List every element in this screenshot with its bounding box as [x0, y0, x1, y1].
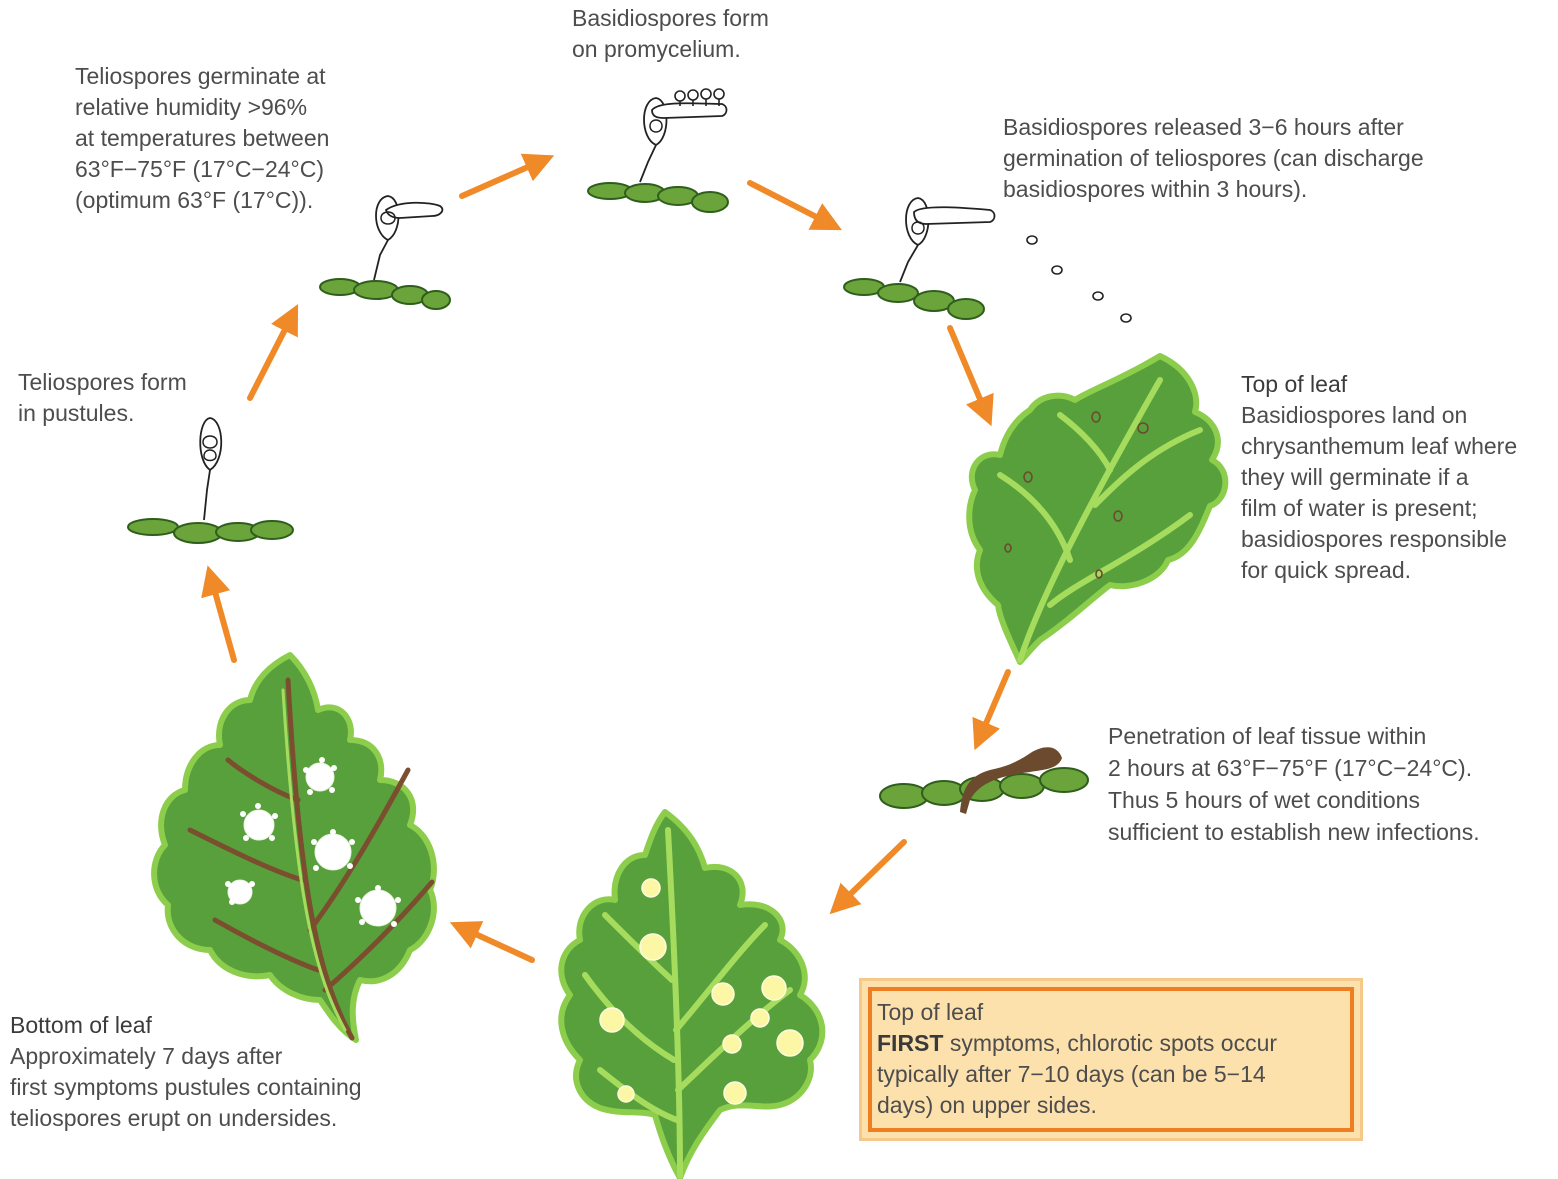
- label-line: Teliospores germinate at: [75, 61, 329, 92]
- basidiospore-release-illustration: [844, 198, 1131, 322]
- label-line: for quick spread.: [1241, 555, 1517, 586]
- arrow-1: [210, 574, 234, 660]
- arrow-3: [462, 159, 546, 196]
- label-line: first symptoms pustules containing: [10, 1072, 362, 1103]
- label-line: Basidiospores form: [572, 3, 769, 34]
- leaf-with-basidiospores: [969, 356, 1225, 662]
- label-line: Thus 5 hours of wet conditions: [1108, 784, 1480, 816]
- label-line: germination of teliospores (can discharg…: [1003, 143, 1424, 174]
- label-line: relative humidity >96%: [75, 92, 329, 123]
- label-line: (optimum 63°F (17°C)).: [75, 185, 329, 216]
- promycelium-with-basidiospores-illustration: [588, 89, 728, 212]
- label-line: Approximately 7 days after: [10, 1041, 362, 1072]
- callout-line-rest: symptoms, chlorotic spots occur: [943, 1030, 1277, 1056]
- label-teliospores-germinate: Teliospores germinate at relative humidi…: [75, 61, 329, 216]
- callout-text: Top of leaf FIRST symptoms, chlorotic sp…: [877, 997, 1277, 1121]
- arrow-5: [950, 328, 988, 418]
- label-top-of-leaf-landing: Top of leaf Basidiospores land on chrysa…: [1241, 369, 1517, 586]
- callout-line: FIRST symptoms, chlorotic spots occur: [877, 1028, 1277, 1059]
- label-line: Basidiospores released 3−6 hours after: [1003, 112, 1424, 143]
- label-line: in pustules.: [18, 398, 187, 429]
- label-penetration: Penetration of leaf tissue within 2 hour…: [1108, 720, 1480, 848]
- label-line: Basidiospores land on: [1241, 400, 1517, 431]
- label-line: 2 hours at 63°F−75°F (17°C−24°C).: [1108, 752, 1480, 784]
- label-line: film of water is present;: [1241, 493, 1517, 524]
- label-line: chrysanthemum leaf where: [1241, 431, 1517, 462]
- arrow-4: [750, 183, 834, 226]
- arrow-2: [250, 312, 294, 398]
- arrow-8: [458, 926, 532, 960]
- leaf-with-pustules: [154, 655, 434, 1040]
- teliospore-in-pustule-illustration: [128, 418, 293, 543]
- label-line: on promycelium.: [572, 34, 769, 65]
- label-line: they will germinate if a: [1241, 462, 1517, 493]
- label-line: Teliospores form: [18, 367, 187, 398]
- arrow-7: [836, 842, 904, 908]
- label-line: Penetration of leaf tissue within: [1108, 720, 1480, 752]
- arrow-6: [978, 672, 1008, 742]
- label-line: teliospores erupt on undersides.: [10, 1103, 362, 1134]
- callout-line: days) on upper sides.: [877, 1090, 1277, 1121]
- germinating-teliospore-illustration: [320, 196, 450, 309]
- callout-line: typically after 7−10 days (can be 5−14: [877, 1059, 1277, 1090]
- label-heading: Top of leaf: [1241, 369, 1517, 400]
- label-bottom-of-leaf: Bottom of leaf Approximately 7 days afte…: [10, 1010, 362, 1134]
- label-line: 63°F−75°F (17°C−24°C): [75, 154, 329, 185]
- label-heading: Bottom of leaf: [10, 1010, 362, 1041]
- callout-emphasis: FIRST: [877, 1030, 943, 1056]
- label-line: basidiospores within 3 hours).: [1003, 174, 1424, 205]
- label-teliospores-form: Teliospores form in pustules.: [18, 367, 187, 429]
- leaf-tissue-penetration-illustration: [880, 747, 1088, 814]
- leaf-with-chlorotic-spots: [561, 812, 822, 1178]
- callout-heading: Top of leaf: [877, 997, 1277, 1028]
- label-line: at temperatures between: [75, 123, 329, 154]
- label-line: basidiospores responsible: [1241, 524, 1517, 555]
- label-line: sufficient to establish new infections.: [1108, 816, 1480, 848]
- label-basidiospores-form: Basidiospores form on promycelium.: [572, 3, 769, 65]
- first-symptoms-callout: Top of leaf FIRST symptoms, chlorotic sp…: [859, 978, 1363, 1141]
- label-basidiospores-released: Basidiospores released 3−6 hours after g…: [1003, 112, 1424, 205]
